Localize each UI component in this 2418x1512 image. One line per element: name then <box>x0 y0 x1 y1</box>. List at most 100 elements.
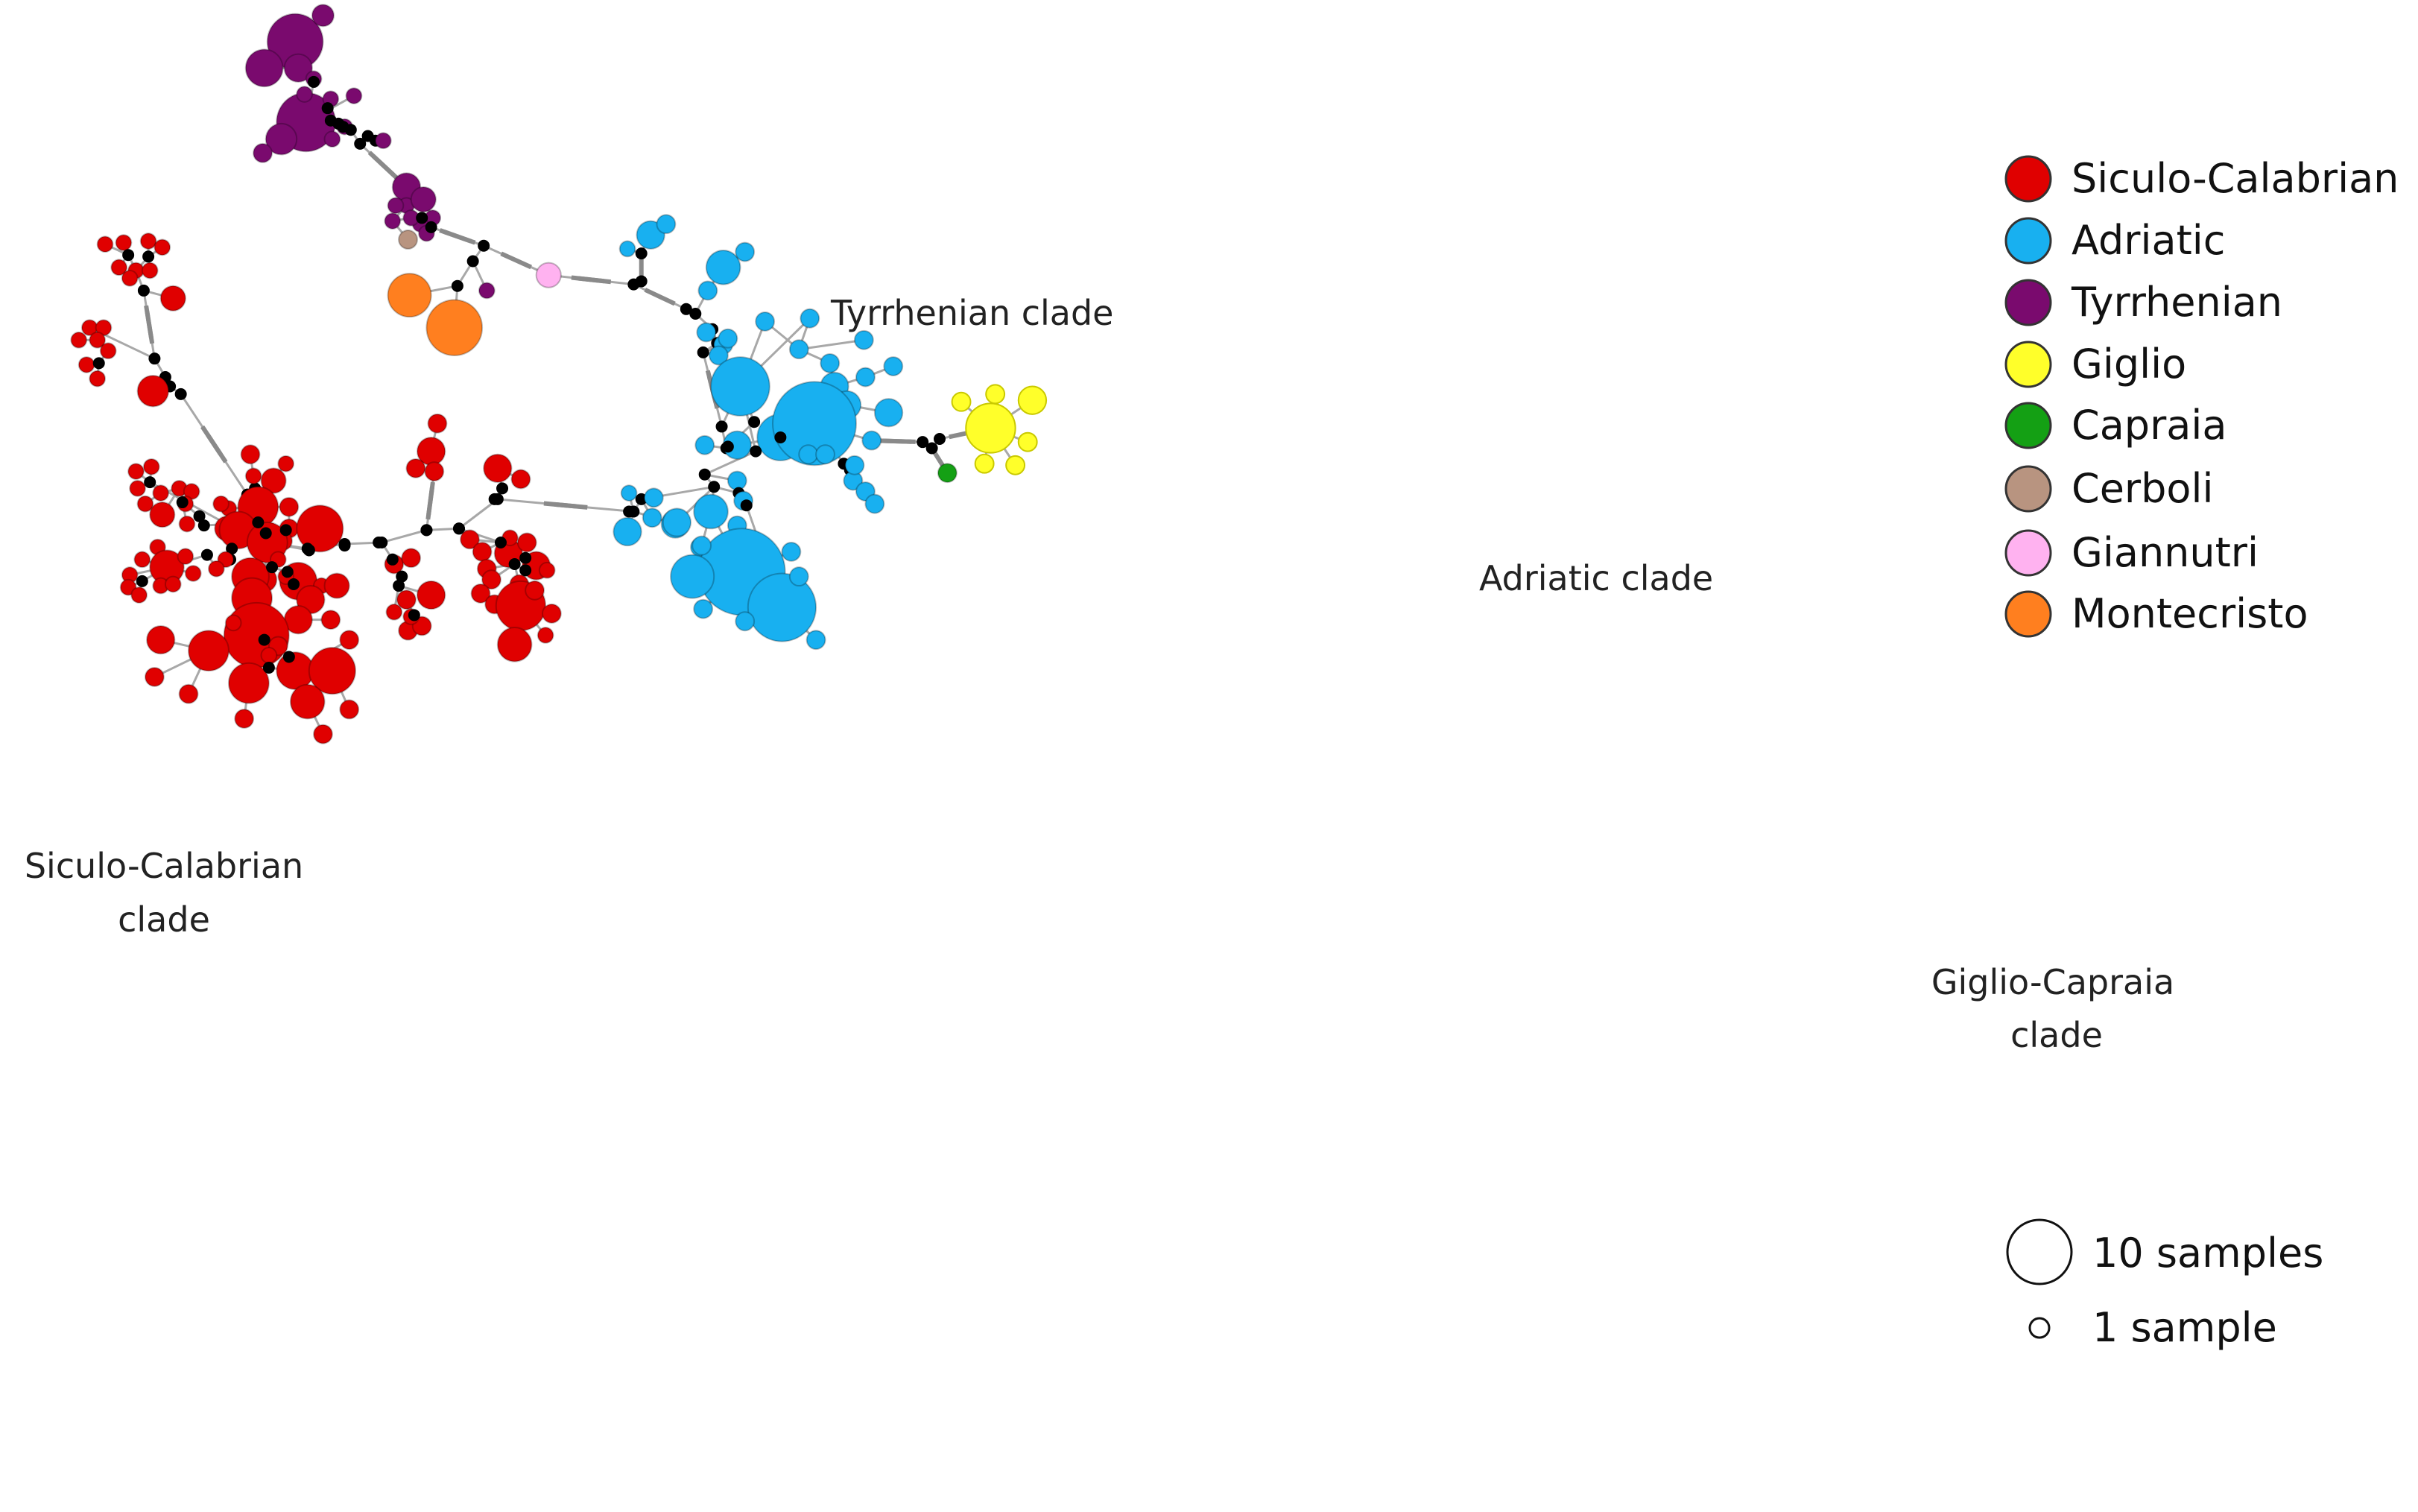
legend-swatch-capraia <box>2004 402 2052 449</box>
median-vector-node <box>262 661 275 674</box>
legend-item-cerboli: Cerboli <box>2004 465 2213 513</box>
haplotype-node-adriatic <box>693 493 729 530</box>
haplotype-node-adriatic <box>883 356 904 376</box>
haplotype-node-siculo-calabrian <box>424 461 445 482</box>
legend-item-capraia: Capraia <box>2004 402 2226 449</box>
haplotype-node-siculo-calabrian <box>260 647 278 664</box>
haplotype-node-siculo-calabrian <box>146 624 176 655</box>
haplotype-node-tyrrhenian <box>387 197 405 215</box>
haplotype-node-tyrrhenian <box>296 86 313 103</box>
haplotype-node-adriatic <box>705 249 741 285</box>
haplotype-node-adriatic <box>798 444 819 465</box>
mutation-tick <box>443 230 476 245</box>
median-vector-node <box>197 519 210 532</box>
haplotype-node-tyrrhenian <box>283 53 313 83</box>
haplotype-node-adriatic <box>853 329 874 350</box>
median-vector-node <box>715 420 728 433</box>
haplotype-node-adriatic <box>697 280 718 301</box>
haplotype-node-siculo-calabrian <box>212 495 230 513</box>
legend-swatch-montecristo <box>2004 590 2052 638</box>
haplotype-node-siculo-calabrian <box>416 580 446 610</box>
haplotype-node-siculo-calabrian <box>525 580 545 601</box>
haplotype-node-adriatic <box>855 367 876 388</box>
median-vector-node <box>740 499 753 512</box>
legend-size-1-sample: 1 sample <box>2028 1304 2277 1351</box>
haplotype-node-adriatic <box>643 487 664 508</box>
haplotype-node-adriatic <box>636 220 665 250</box>
haplotype-node-adriatic <box>873 398 904 428</box>
haplotype-node-giglio <box>974 453 995 474</box>
haplotype-node-siculo-calabrian <box>178 683 199 704</box>
median-vector-node <box>519 564 532 577</box>
median-vector-node <box>376 536 388 548</box>
haplotype-node-siculo-calabrian <box>396 589 417 610</box>
median-vector-node <box>452 522 465 535</box>
median-vector-node <box>281 566 294 578</box>
haplotype-node-siculo-calabrian <box>227 662 270 704</box>
median-vector-node <box>708 481 721 493</box>
median-vector-node <box>393 580 405 592</box>
haplotype-node-adriatic <box>800 308 820 329</box>
legend-label-adriatic: Adriatic <box>2072 217 2225 264</box>
haplotype-node-tyrrhenian <box>410 186 437 213</box>
haplotype-node-siculo-calabrian <box>339 630 360 651</box>
median-vector-node <box>774 431 787 443</box>
haplotype-node-adriatic <box>772 381 857 466</box>
legend: Siculo-Calabrian Adriatic Tyrrhenian Gig… <box>2004 155 2399 1351</box>
median-vector-node <box>386 553 399 566</box>
haplotype-node-siculo-calabrian <box>121 269 139 287</box>
legend-swatch-tyrrhenian <box>2004 279 2052 326</box>
median-vector-node <box>142 250 155 263</box>
legend-swatch-giglio <box>2004 341 2052 388</box>
median-vector-node <box>308 75 320 88</box>
median-vector-node <box>494 536 507 548</box>
haplotype-node-siculo-calabrian <box>142 458 160 475</box>
median-vector-node <box>680 303 692 315</box>
haplotype-node-siculo-calabrian <box>405 458 426 478</box>
median-vector-node <box>252 516 265 529</box>
haplotype-node-tyrrhenian <box>323 130 341 148</box>
haplotype-node-siculo-calabrian <box>313 724 333 744</box>
median-vector-node <box>635 247 648 260</box>
legend-label-montecristo: Montecristo <box>2072 590 2308 637</box>
haplotype-node-adriatic <box>656 214 677 235</box>
haplotype-node-siculo-calabrian <box>510 469 531 490</box>
median-vector-node <box>137 284 150 297</box>
haplotype-node-adriatic <box>708 345 729 366</box>
haplotype-node-giglio <box>951 391 972 412</box>
haplotype-node-giglio <box>1017 385 1048 415</box>
haplotype-node-siculo-calabrian <box>339 699 360 720</box>
mutation-tick <box>577 276 612 285</box>
haplotype-node-capraia <box>937 463 958 484</box>
haplotype-node-siculo-calabrian <box>279 496 300 517</box>
median-vector-node <box>425 221 437 233</box>
haplotype-node-montecristo <box>425 299 484 357</box>
haplotype-node-cerboli <box>398 230 418 250</box>
median-vector-node <box>259 527 272 540</box>
haplotype-node-siculo-calabrian <box>323 572 350 599</box>
haplotype-node-siculo-calabrian <box>177 548 194 566</box>
median-vector-node <box>748 416 761 428</box>
network-edge <box>704 450 756 476</box>
haplotype-node-adriatic <box>820 352 841 373</box>
legend-label-giannutri: Giannutri <box>2072 529 2259 576</box>
haplotype-node-siculo-calabrian <box>401 548 422 569</box>
haplotype-node-siculo-calabrian <box>308 647 357 695</box>
haplotype-node-giglio <box>1017 431 1038 452</box>
legend-label-capraia: Capraia <box>2072 402 2226 449</box>
haplotype-node-adriatic <box>710 356 770 417</box>
haplotype-node-siculo-calabrian <box>223 601 290 668</box>
haplotype-node-siculo-calabrian <box>159 285 186 311</box>
haplotype-node-siculo-calabrian <box>472 541 493 562</box>
haplotype-node-siculo-calabrian <box>139 233 157 250</box>
median-vector-node <box>301 543 314 555</box>
median-vector-node <box>420 524 433 537</box>
haplotype-node-tyrrhenian <box>478 282 496 300</box>
haplotype-node-adriatic <box>620 484 638 502</box>
legend-item-adriatic: Adriatic <box>2004 217 2225 265</box>
clade-labels: Tyrrhenian clade Adriatic clade Siculo-C… <box>25 293 2174 1055</box>
haplotype-node-adriatic <box>755 311 776 332</box>
haplotype-node-siculo-calabrian <box>296 504 344 553</box>
median-vector-node <box>282 651 295 663</box>
